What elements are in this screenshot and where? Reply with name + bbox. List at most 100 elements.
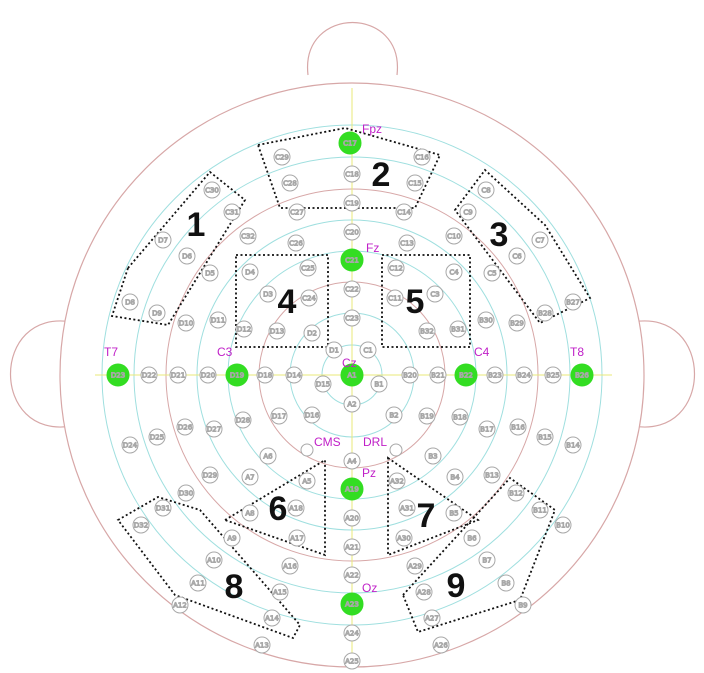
electrode-D14 — [285, 366, 303, 384]
electrode-label-B8: B8 — [501, 580, 510, 588]
electrode-C25 — [299, 259, 317, 277]
electrode-A27 — [423, 609, 441, 627]
electrode-label-A15: A15 — [273, 589, 287, 597]
electrode-D19 — [225, 363, 249, 387]
electrode-label-D26: D26 — [178, 424, 193, 432]
electrode-D32 — [132, 516, 150, 534]
electrode-C29 — [273, 148, 291, 166]
electrode-D20 — [199, 366, 217, 384]
electrode-label-D28: D28 — [236, 417, 250, 425]
electrode-C17 — [338, 131, 362, 155]
electrode-A30 — [395, 529, 413, 547]
electrode-B24 — [515, 366, 533, 384]
electrode-B28 — [536, 304, 554, 322]
electrode-C14 — [395, 203, 413, 221]
marker-label-CMS: CMS — [314, 435, 341, 449]
electrode-label-A2: A2 — [347, 401, 356, 409]
electrode-label-D5: D5 — [205, 270, 215, 278]
electrode-label-D13: D13 — [270, 328, 284, 336]
electrode-C4 — [445, 263, 463, 281]
electrode-label-D3: D3 — [263, 291, 273, 299]
electrode-label-D32: D32 — [134, 522, 148, 530]
electrode-A23 — [340, 592, 364, 616]
electrode-D6 — [178, 247, 196, 265]
electrode-D16 — [303, 406, 321, 424]
electrode-B19 — [418, 407, 436, 425]
electrode-label-B11: B11 — [533, 507, 547, 515]
electrode-label-B4: B4 — [450, 474, 460, 482]
electrode-label-D27: D27 — [207, 426, 221, 434]
electrode-label-A25: A25 — [345, 658, 359, 666]
electrode-label-C29: C29 — [275, 154, 289, 162]
electrode-label-D29: D29 — [203, 472, 217, 480]
region-label-4: 4 — [278, 283, 297, 321]
electrode-label-B30: B30 — [479, 317, 493, 325]
electrode-A2 — [343, 395, 361, 413]
electrode-label-D31: D31 — [156, 505, 170, 513]
electrode-label-D16: D16 — [305, 412, 320, 420]
electrode-label-C30: C30 — [205, 187, 219, 195]
electrode-B21 — [429, 366, 447, 384]
electrode-A7 — [241, 468, 259, 486]
electrode-label-A17: A17 — [290, 535, 304, 543]
electrode-label-D22: D22 — [142, 372, 156, 380]
electrode-label-C24: C24 — [302, 295, 316, 303]
electrode-label-B29: B29 — [510, 320, 524, 328]
electrode-D30 — [177, 484, 195, 502]
electrode-D25 — [148, 428, 166, 446]
electrode-label-C32: C32 — [241, 233, 255, 241]
electrode-label-C14: C14 — [397, 209, 411, 217]
electrode-label-B9: B9 — [518, 602, 527, 610]
drl-sensor — [389, 443, 403, 457]
electrode-label-C27: C27 — [290, 209, 304, 217]
region-labels: 1 2 3 4 5 6 7 8 9 — [187, 156, 509, 606]
electrode-label-D7: D7 — [158, 237, 168, 245]
electrode-A14 — [263, 609, 281, 627]
electrode-label-B31: B31 — [451, 326, 465, 334]
region-label-8: 8 — [225, 568, 244, 606]
electrode-D23 — [106, 363, 130, 387]
electrode-label-D10: D10 — [179, 320, 193, 328]
electrode-label-B7: B7 — [482, 557, 491, 565]
marker-label-Fpz: Fpz — [362, 122, 382, 136]
electrode-label-A13: A13 — [255, 642, 269, 650]
marker-label-Fz: Fz — [366, 241, 379, 255]
electrode-B16 — [509, 418, 527, 436]
electrode-label-C16: C16 — [415, 154, 429, 162]
electrode-label-C15: C15 — [408, 180, 422, 188]
electrode-label-A5: A5 — [302, 478, 311, 486]
electrode-label-B23: B23 — [488, 372, 502, 380]
electrode-label-A6: A6 — [263, 453, 273, 461]
electrode-B25 — [544, 366, 562, 384]
nose-outline — [307, 21, 398, 76]
electrode-label-C18: C18 — [345, 171, 359, 179]
electrode-C32 — [239, 227, 257, 245]
electrode-label-C28: C28 — [283, 180, 297, 188]
electrode-label-D21: D21 — [171, 372, 185, 380]
electrode-label-D9: D9 — [152, 310, 162, 318]
electrode-label-B17: B17 — [480, 426, 494, 434]
electrode-label-B6: B6 — [467, 535, 477, 543]
electrode-label-A19: A19 — [345, 486, 359, 494]
electrode-label-C25: C25 — [301, 265, 315, 273]
electrode-label-B1: B1 — [374, 381, 383, 389]
electrode-C8 — [477, 181, 495, 199]
electrode-D15 — [314, 375, 332, 393]
electrode-label-B27: B27 — [566, 299, 580, 307]
electrode-D24 — [121, 436, 139, 454]
region-4-outline — [235, 254, 329, 348]
electrode-B1 — [370, 375, 388, 393]
electrode-label-D8: D8 — [125, 299, 135, 307]
electrode-A28 — [415, 583, 433, 601]
electrode-A13 — [253, 636, 271, 654]
electrode-C10 — [445, 227, 463, 245]
electrode-C30 — [203, 181, 221, 199]
electrode-C31 — [223, 203, 241, 221]
electrode-label-C12: C12 — [389, 265, 403, 273]
marker-label-DRL: DRL — [363, 435, 387, 449]
marker-labels: Fpz Fz Cz T7 C3 C4 T8 CMS DRL Pz Oz — [104, 122, 584, 595]
electrode-B9 — [514, 596, 532, 614]
electrode-B31 — [449, 320, 467, 338]
electrode-label-C17: C17 — [343, 140, 357, 148]
